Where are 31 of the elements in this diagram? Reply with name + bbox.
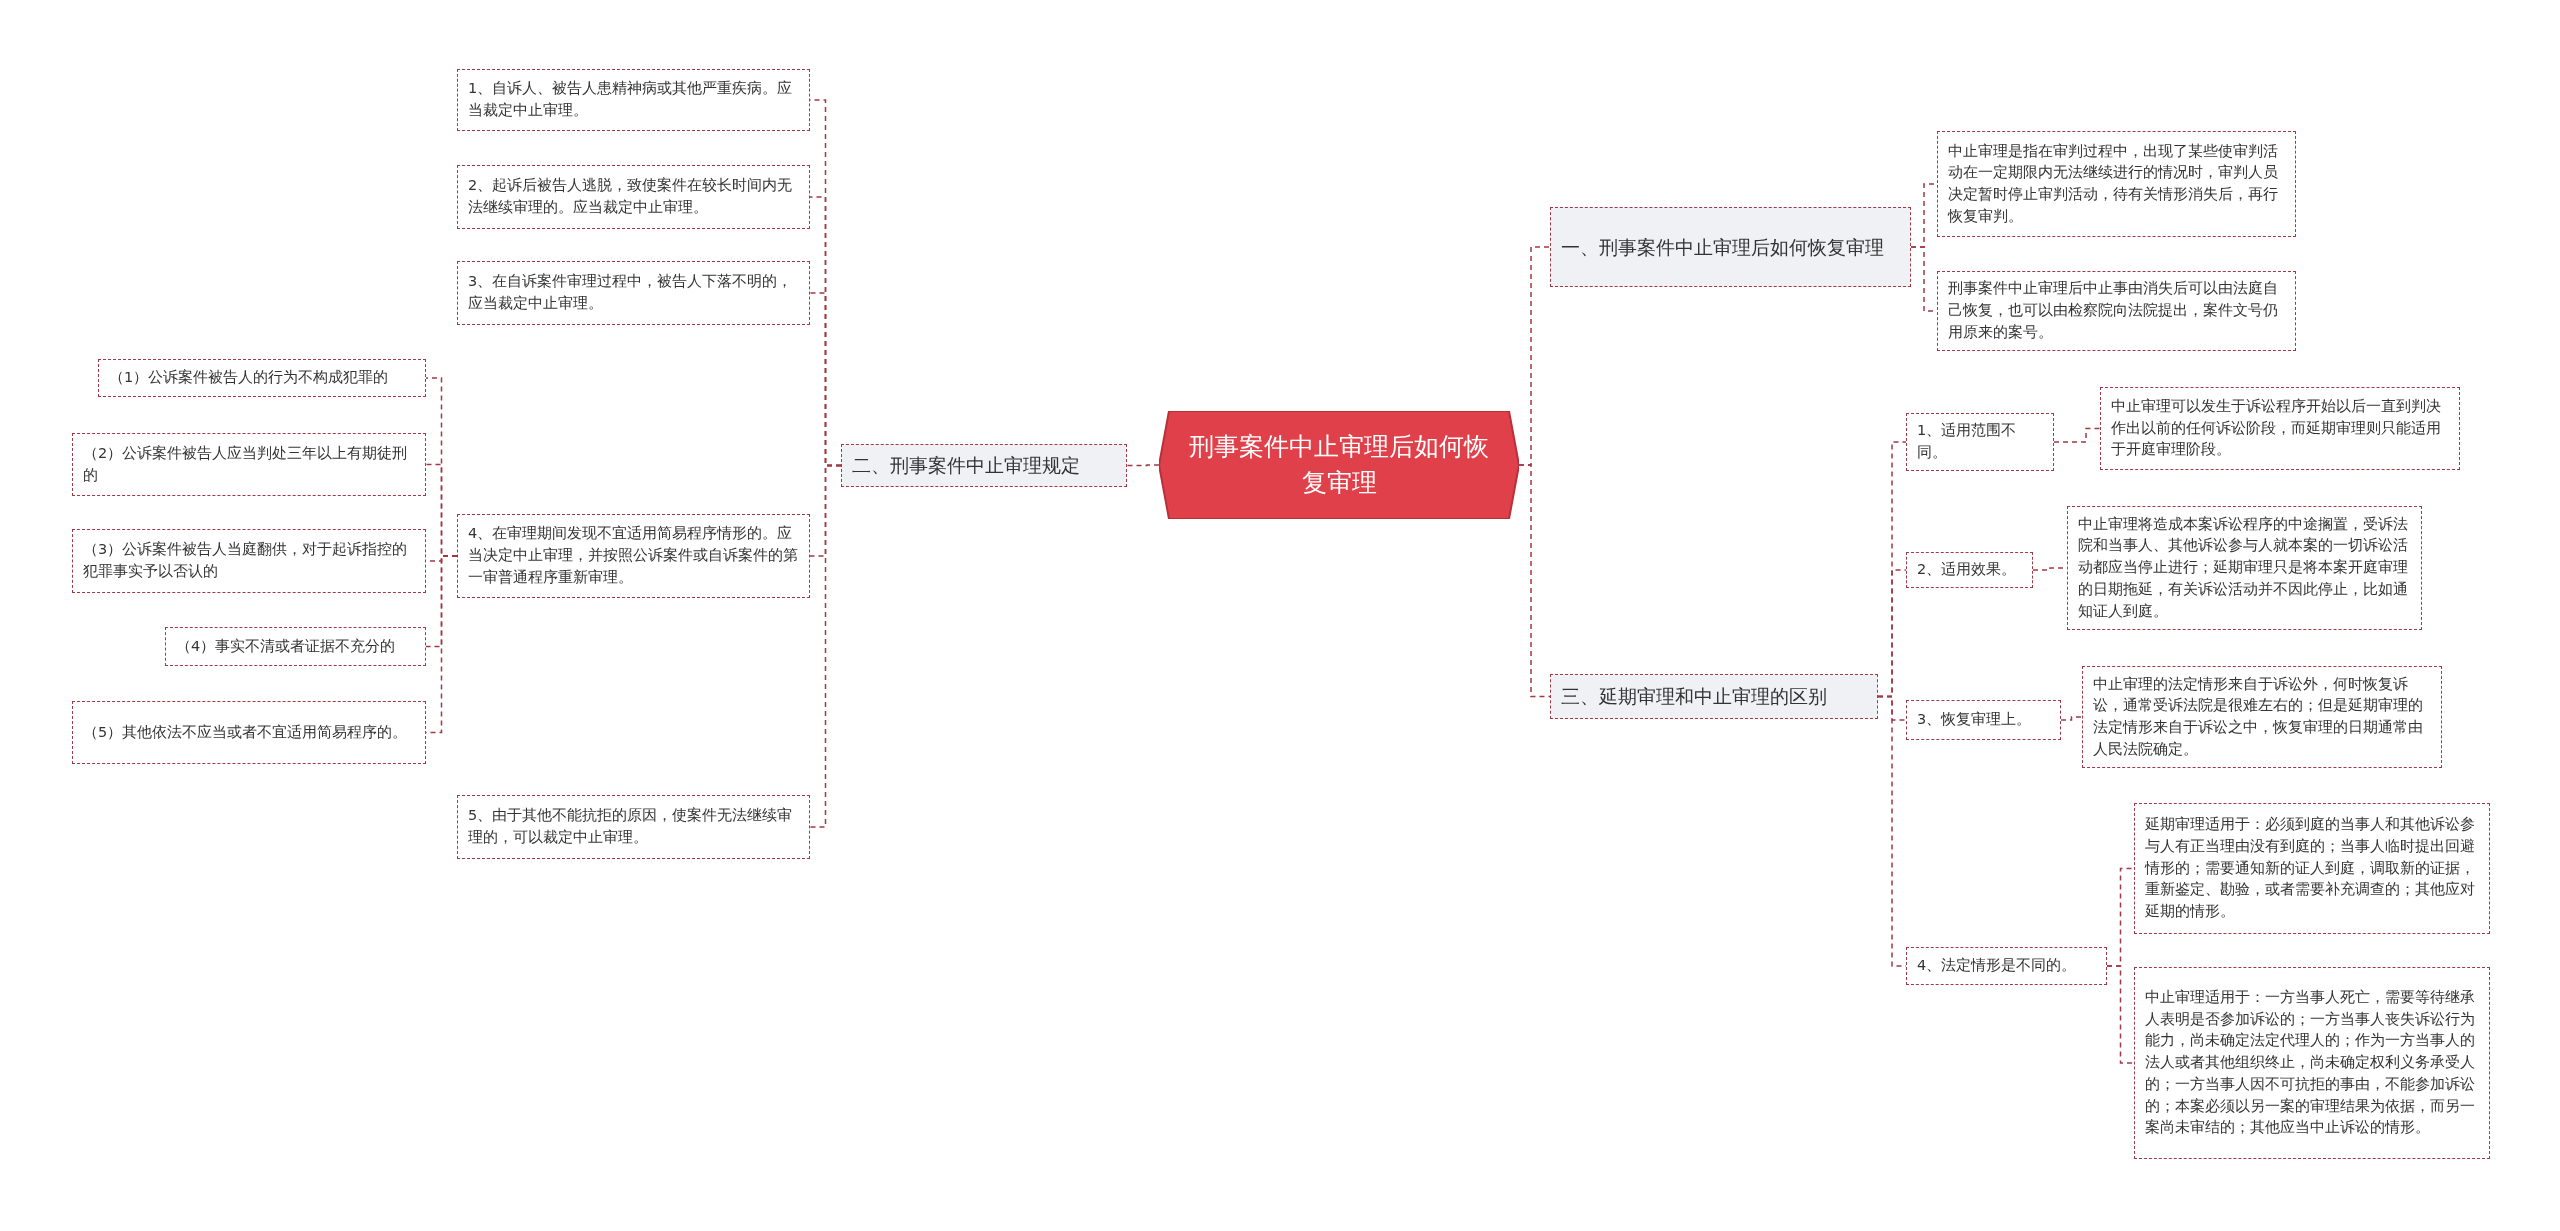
topic-box: 中止审理可以发生于诉讼程序开始以后一直到判决作出以前的任何诉讼阶段，而延期审理则只能适用于开庭审理阶段。	[2100, 387, 2460, 470]
connector-line	[1126, 464, 1160, 467]
topic-box: 延期审理适用于：必须到庭的当事人和其他诉讼参与人有正当理由没有到庭的；当事人临时提出回避情形的；需要通知新的证人到庭，调取新的证据，重新鉴定、勘验，或者需要补充调查的；其他应对延期的情形。	[2134, 803, 2490, 934]
topic-box: 3、恢复审理上。	[1906, 700, 2061, 740]
topic-box: （1）公诉案件被告人的行为不构成犯罪的	[98, 359, 426, 397]
topic-box: 中止审理的法定情形来自于诉讼外，何时恢复诉讼，通常受诉法院是很难左右的；但是延期审理的法定情形来自于诉讼之中，恢复审理的日期通常由人民法院确定。	[2082, 666, 2442, 768]
topic-box: 中止审理将造成本案诉讼程序的中途搁置，受诉法院和当事人、其他诉讼参与人就本案的一切诉讼活动都应当停止进行；延期审理只是将本案开庭审理的日期拖延，有关诉讼活动并不因此停止，比如通知证人到庭。	[2067, 506, 2422, 630]
topic-box: （3）公诉案件被告人当庭翻供，对于起诉指控的犯罪事实予以否认的	[72, 529, 426, 593]
topic-box: 3、在自诉案件审理过程中，被告人下落不明的，应当裁定中止审理。	[457, 261, 810, 325]
topic-box: 5、由于其他不能抗拒的原因，使案件无法继续审理的，可以裁定中止审理。	[457, 795, 810, 859]
branch-topic: 二、刑事案件中止审理规定	[841, 444, 1127, 487]
topic-box: 中止审理适用于：一方当事人死亡，需要等待继承人表明是否参加诉讼的；一方当事人丧失诉讼行为能力，尚未确定法定代理人的；作为一方当事人的法人或者其他组织终止，尚未确定权利义务承受人的；一方当事人因不可抗拒的事由，不能参加诉讼的；本案必须以另一案的审理结果为依据，而另一案尚未审结的；其他应当中止诉讼的情形。	[2134, 967, 2490, 1159]
topic-box: 4、在审理期间发现不宜适用简易程序情形的。应当决定中止审理，并按照公诉案件或自诉案件的第一审普通程序重新审理。	[457, 514, 810, 598]
topic-box: 刑事案件中止审理后中止事由消失后可以由法庭自己恢复，也可以由检察院向法院提出，案件文号仍用原来的案号。	[1937, 271, 2296, 351]
topic-box: 2、起诉后被告人逃脱，致使案件在较长时间内无法继续审理的。应当裁定中止审理。	[457, 165, 810, 229]
topic-box: （5）其他依法不应当或者不宜适用简易程序的。	[72, 701, 426, 764]
connector-line	[809, 464, 842, 828]
connector-line	[2060, 716, 2083, 721]
branch-topic: 一、刑事案件中止审理后如何恢复审理	[1550, 207, 1911, 287]
topic-box: 4、法定情形是不同的。	[1906, 947, 2107, 985]
topic-box: 1、适用范围不同。	[1906, 413, 2054, 471]
topic-box: 中止审理是指在审判过程中，出现了某些使审判活动在一定期限内无法继续进行的情况时，审判人员决定暂时停止审判活动，待有关情形消失后，再行恢复审判。	[1937, 131, 2296, 237]
connector-line	[2106, 965, 2135, 1064]
connector-line	[1518, 464, 1551, 698]
topic-box: 1、自诉人、被告人患精神病或其他严重疾病。应当裁定中止审理。	[457, 69, 810, 131]
topic-box: （2）公诉案件被告人应当判处三年以上有期徒刑的	[72, 433, 426, 496]
topic-box: （4）事实不清或者证据不充分的	[165, 627, 426, 666]
topic-box: 2、适用效果。	[1906, 552, 2033, 588]
central-topic: 刑事案件中止审理后如何恢复审理	[1159, 411, 1519, 519]
connector-line	[2053, 427, 2101, 443]
branch-topic: 三、延期审理和中止审理的区别	[1550, 674, 1878, 719]
